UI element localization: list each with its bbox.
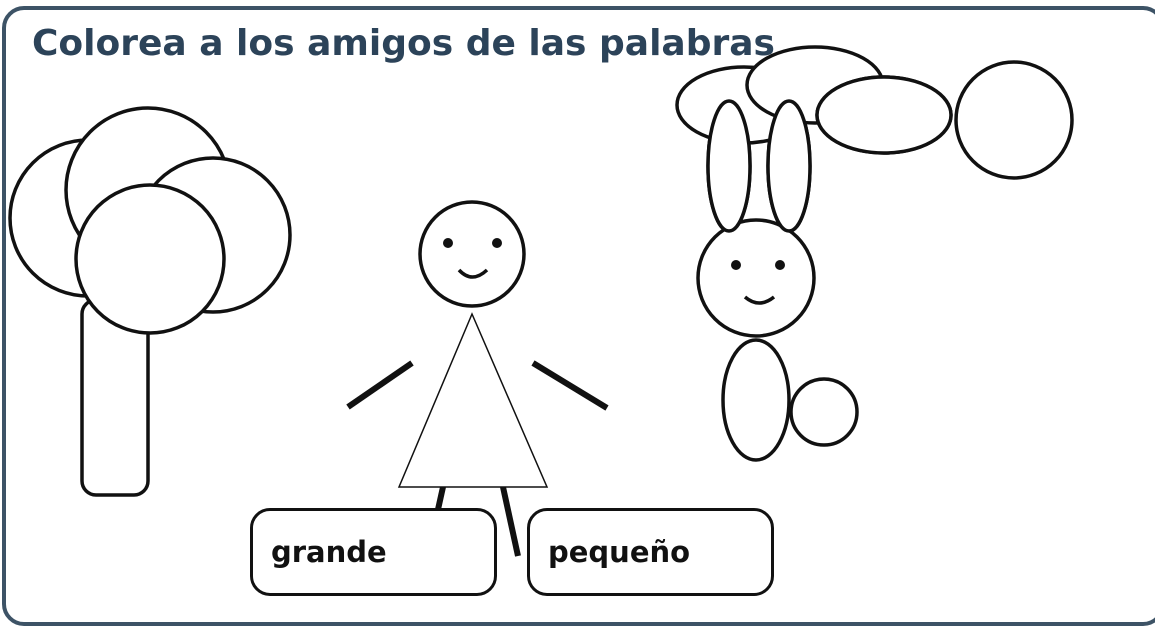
girl-smile bbox=[457, 268, 489, 279]
girl-head[interactable] bbox=[418, 200, 526, 308]
girl-eye-right bbox=[492, 238, 502, 248]
bunny-smile bbox=[743, 295, 776, 305]
bunny-ear-right-front[interactable] bbox=[766, 99, 812, 233]
bunny-head[interactable] bbox=[696, 218, 816, 338]
sun-circle[interactable] bbox=[954, 60, 1074, 180]
cloud-puff-right-front[interactable] bbox=[815, 75, 953, 155]
girl-arm-right bbox=[531, 360, 609, 411]
girl-icon[interactable] bbox=[346, 200, 609, 557]
bunny-tail[interactable] bbox=[789, 377, 859, 447]
word-card-grande[interactable]: grande bbox=[250, 508, 497, 596]
bunny-eye-right bbox=[775, 260, 785, 270]
girl-leg-right bbox=[500, 486, 521, 557]
bunny-ear-left-front[interactable] bbox=[706, 99, 752, 233]
girl-arm-left bbox=[346, 360, 414, 410]
cloud-icon[interactable] bbox=[675, 45, 953, 233]
sun-icon[interactable] bbox=[954, 60, 1074, 180]
activity-title: Colorea a los amigos de las palabras bbox=[32, 23, 775, 64]
bunny-eye-left bbox=[731, 260, 741, 270]
tree-icon[interactable] bbox=[8, 106, 292, 497]
tree-leaf-front[interactable] bbox=[74, 183, 226, 335]
girl-dress[interactable] bbox=[397, 312, 549, 488]
word-card-pequeno[interactable]: pequeño bbox=[527, 508, 774, 596]
girl-eye-left bbox=[443, 238, 453, 248]
bunny-body[interactable] bbox=[721, 338, 791, 462]
